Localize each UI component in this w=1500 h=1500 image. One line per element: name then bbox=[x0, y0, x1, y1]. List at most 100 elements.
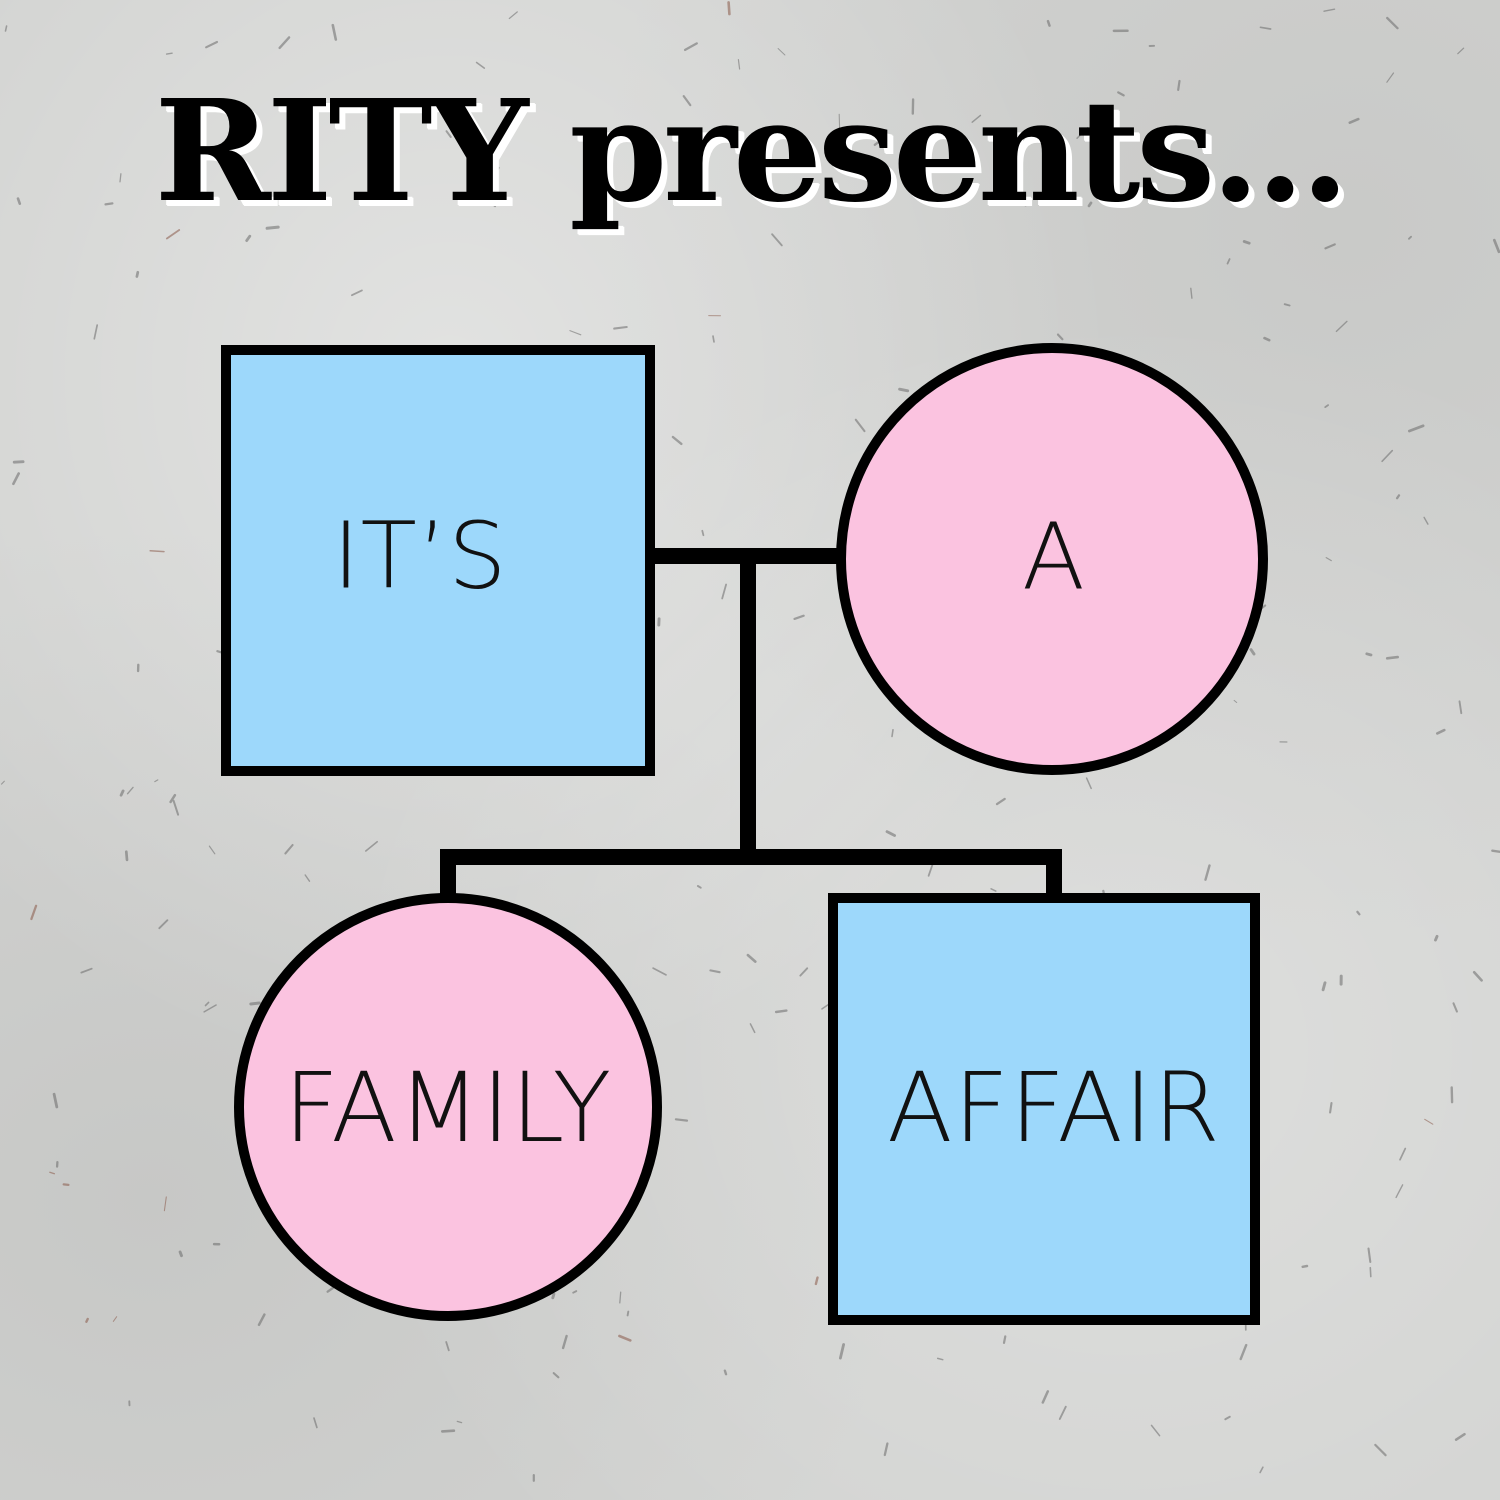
paper-speck bbox=[1324, 404, 1329, 409]
paper-speck bbox=[1458, 700, 1463, 715]
paper-speck bbox=[203, 1004, 217, 1013]
paper-speck bbox=[112, 1316, 118, 1322]
paper-speck bbox=[456, 1420, 463, 1424]
paper-speck bbox=[1395, 1184, 1404, 1199]
paper-speck bbox=[265, 225, 280, 230]
paper-speck bbox=[80, 967, 93, 974]
paper-speck bbox=[626, 1310, 630, 1317]
paper-speck bbox=[52, 1092, 59, 1109]
paper-speck bbox=[1046, 19, 1051, 27]
paper-speck bbox=[1239, 1343, 1248, 1361]
paper-speck bbox=[492, 166, 500, 179]
paper-speck bbox=[619, 1291, 622, 1304]
paper-speck bbox=[749, 1023, 756, 1034]
paper-speck bbox=[1457, 47, 1465, 55]
paper-speck bbox=[712, 335, 715, 343]
paper-speck bbox=[1356, 910, 1361, 916]
paper-speck bbox=[799, 967, 809, 977]
paper-speck bbox=[1259, 1466, 1264, 1474]
paper-speck bbox=[561, 1334, 568, 1350]
paper-speck bbox=[62, 1183, 70, 1187]
paper-speck bbox=[126, 786, 134, 795]
paper-speck bbox=[16, 197, 22, 205]
parent-female-label: A bbox=[1022, 503, 1086, 611]
paper-speck bbox=[1056, 333, 1064, 341]
paper-speck bbox=[445, 1341, 450, 1352]
paper-speck bbox=[883, 1442, 889, 1457]
paper-speck bbox=[1323, 8, 1336, 12]
paper-speck bbox=[1249, 648, 1256, 656]
paper-speck bbox=[178, 1250, 183, 1258]
paper-speck bbox=[650, 165, 657, 172]
child-female-label: FAMILY bbox=[283, 1052, 613, 1164]
paper-speck bbox=[350, 289, 363, 297]
paper-speck bbox=[165, 229, 181, 240]
paper-speck bbox=[671, 435, 683, 446]
paper-speck bbox=[475, 61, 486, 69]
paper-speck bbox=[484, 197, 497, 208]
paper-speck bbox=[4, 25, 8, 32]
child-male-square bbox=[828, 893, 1260, 1325]
paper-speck bbox=[1076, 126, 1089, 139]
paper-speck bbox=[205, 40, 219, 49]
paper-speck bbox=[1381, 449, 1394, 463]
paper-speck bbox=[1022, 194, 1027, 207]
paper-speck bbox=[93, 324, 99, 340]
paper-speck bbox=[445, 130, 452, 138]
paper-speck bbox=[1454, 1432, 1466, 1441]
child-male-label: AFFAIR bbox=[887, 1052, 1221, 1164]
paper-speck bbox=[30, 904, 38, 921]
paper-speck bbox=[1374, 1443, 1387, 1457]
paper-speck bbox=[1226, 258, 1231, 265]
paper-speck bbox=[1385, 655, 1399, 660]
paper-speck bbox=[723, 1369, 728, 1376]
paper-speck bbox=[172, 799, 180, 816]
paper-speck bbox=[278, 36, 291, 50]
page-title: RITY presents... bbox=[154, 70, 1350, 234]
paper-speck bbox=[508, 11, 518, 20]
paper-speck bbox=[119, 173, 122, 183]
paper-speck bbox=[898, 387, 910, 393]
paper-speck bbox=[1263, 336, 1271, 342]
paper-speck bbox=[178, 172, 184, 187]
paper-speck bbox=[1283, 303, 1291, 307]
paper-speck bbox=[1491, 849, 1500, 853]
paper-speck bbox=[301, 180, 310, 187]
paper-speck bbox=[165, 52, 173, 55]
paper-speck bbox=[709, 969, 721, 974]
paper-speck bbox=[936, 1357, 944, 1361]
paper-speck bbox=[1335, 320, 1348, 333]
parent-male-label: IT’S bbox=[332, 502, 508, 610]
paper-speck bbox=[1204, 864, 1211, 881]
paper-speck bbox=[1365, 652, 1373, 657]
paper-speck bbox=[1399, 1147, 1407, 1161]
paper-speck bbox=[771, 233, 783, 247]
paper-speck bbox=[1408, 424, 1425, 433]
paper-speck bbox=[696, 885, 702, 889]
paper-speck bbox=[202, 153, 210, 157]
paper-speck bbox=[873, 136, 886, 147]
paper-speck bbox=[1386, 16, 1399, 30]
paper-speck bbox=[793, 614, 805, 621]
paper-speck bbox=[1190, 287, 1193, 299]
paper-speck bbox=[1367, 1247, 1372, 1263]
paper-speck bbox=[1087, 201, 1093, 208]
paper-speck bbox=[727, 1, 731, 16]
paper-speck bbox=[613, 325, 628, 330]
paper-speck bbox=[1386, 72, 1395, 83]
paper-speck bbox=[737, 58, 741, 70]
paper-speck bbox=[774, 1009, 788, 1014]
paper-speck bbox=[1321, 981, 1327, 992]
paper-speck bbox=[49, 1171, 56, 1175]
paper-speck bbox=[854, 418, 866, 433]
paper-speck bbox=[1423, 516, 1429, 525]
paper-speck bbox=[1434, 934, 1439, 942]
paper-speck bbox=[12, 472, 21, 486]
paper-speck bbox=[1408, 235, 1412, 240]
paper-speck bbox=[1369, 1266, 1372, 1278]
paper-speck bbox=[1058, 1405, 1067, 1420]
paper-speck bbox=[1242, 240, 1251, 245]
paper-speck bbox=[85, 1317, 89, 1324]
paper-speck bbox=[154, 779, 159, 783]
